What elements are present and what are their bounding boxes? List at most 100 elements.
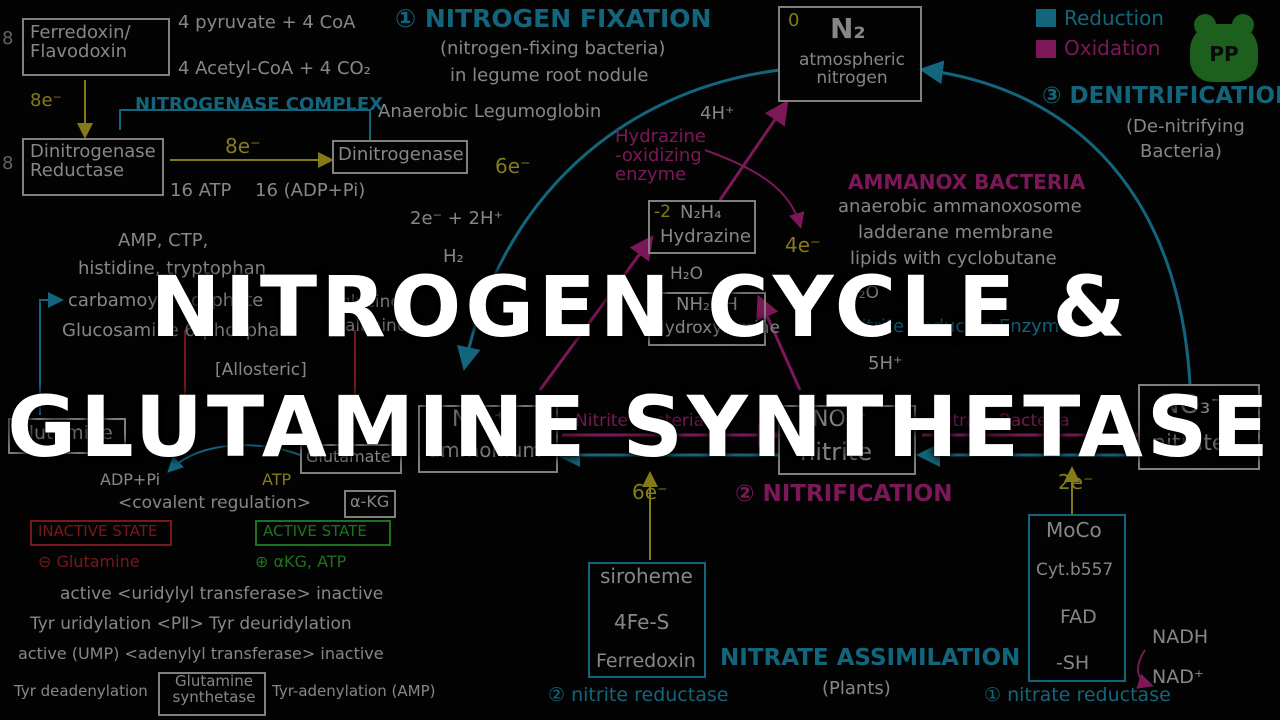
denitrifying-2: Bacteria) — [1140, 141, 1222, 162]
glycine-label: glycine — [340, 292, 401, 312]
six-electrons: 6e⁻ — [495, 154, 531, 178]
n2-name: atmospheric nitrogen — [799, 50, 905, 88]
sh-label: -SH — [1056, 652, 1090, 674]
n2-oxidation-state: 0 — [788, 10, 800, 31]
five-protons: 5H⁺ — [868, 353, 903, 374]
fixation-arc — [457, 68, 781, 371]
reduction-swatch — [1036, 9, 1056, 27]
oxidation-swatch — [1036, 40, 1056, 58]
fixation-subtitle-1: (nitrogen-fixing bacteria) — [440, 38, 666, 59]
dinitrogenase-box — [332, 140, 468, 174]
nitrite-name: nitrite — [800, 438, 872, 466]
hydrogen-electrons: 2e⁻ + 2H⁺ — [410, 208, 504, 229]
inactive-state-label: INACTIVE STATE — [38, 522, 158, 540]
nitrogenase-bracket — [119, 109, 371, 140]
active-state-box — [255, 520, 391, 546]
glutamine-box — [8, 418, 126, 454]
uridylyl-line: active <uridylyl transferase> inactive — [60, 584, 384, 604]
nad-label: NAD⁺ — [1152, 666, 1204, 688]
activator-1: AMP, CTP, — [118, 230, 209, 251]
hydrazine-oxidation-state: -2 — [654, 202, 671, 222]
inactive-state-box — [30, 520, 172, 546]
glutamate-label: Glutamate — [306, 447, 391, 466]
ammanox-heading: AMMANOX BACTERIA — [848, 170, 1086, 194]
denitrifying-1: (De-nitrifying — [1126, 116, 1245, 137]
dinitrogenase-label: Dinitrogenase — [338, 144, 464, 165]
water-b: H₂O — [846, 283, 879, 303]
siroheme-label: siroheme — [600, 564, 693, 588]
active-state-label: ACTIVE STATE — [263, 522, 367, 540]
legend-reduction-label: Reduction — [1064, 6, 1164, 30]
ammonium-formula: NH₄⁺ — [452, 407, 506, 432]
left-feedback — [39, 292, 64, 415]
hydrogen-gas: H₂ — [443, 246, 464, 267]
left-number-1: 8 — [2, 28, 14, 49]
pyruvate-label: 4 pyruvate + 4 CoA — [178, 12, 356, 33]
active-by-label: ⊕ αKG, ATP — [255, 552, 347, 571]
channel-logo: PP — [1190, 14, 1258, 82]
covalent-regulation: <covalent regulation> — [118, 493, 312, 513]
nitrite-reducing-enzyme: Nitrite Reducing Enzyme — [848, 316, 1071, 337]
hydrazine-to-n2 — [718, 100, 789, 201]
nitrate-formula: NO₃⁻ — [1160, 390, 1225, 420]
fixation-heading: ① NITROGEN FIXATION — [395, 4, 712, 33]
hydroxylamine-formula: NH₂OH — [676, 294, 738, 315]
nitrite-formula: NO₂⁻ — [812, 407, 867, 432]
atp-label: 16 ATP — [170, 180, 232, 201]
inactive-by-label: ⊖ Glutamine — [38, 552, 140, 571]
akg-label: α-KG — [350, 492, 390, 511]
nadh-label: NADH — [1152, 626, 1209, 648]
nitrite-bacteria-label: Nitrite Bacteria — [575, 411, 705, 431]
logo-ear-left — [1194, 14, 1216, 36]
nitrite-reductase-label: ② nitrite reductase — [548, 684, 729, 706]
siroheme-box — [588, 562, 706, 678]
fad-label: FAD — [1060, 606, 1097, 628]
moco-electrons: 2e⁻ — [1058, 470, 1094, 494]
alanine-label: alanine — [345, 316, 408, 336]
hydrazine-enzyme-label: Hydrazine -oxidizing enzyme — [615, 126, 706, 185]
reductase-box — [22, 138, 164, 196]
akg-box — [344, 490, 396, 518]
hydroxylamine-name: Hydroxylamine — [652, 318, 780, 338]
hydrazine-name: Hydrazine — [660, 226, 751, 247]
adp-label: 16 (ADP+Pi) — [255, 180, 366, 201]
fixation-subtitle-2: in legume root nodule — [450, 65, 649, 86]
nitrate-reductase-label: ① nitrate reductase — [984, 684, 1171, 706]
activator-3: carbamoyl Phosphate — [68, 290, 264, 311]
siroheme-electrons: 6e⁻ — [632, 480, 668, 504]
water-a: H₂O — [670, 264, 703, 284]
activator-2: histidine, tryptophan — [78, 258, 267, 279]
tyr-adenylation-line: Tyr-adenylation (AMP) — [272, 682, 436, 700]
n2-box — [778, 6, 922, 102]
logo-ear-right — [1232, 14, 1254, 36]
logo-text: PP — [1209, 42, 1239, 66]
ferredoxin-label: Ferredoxin/ Flavodoxin — [30, 22, 131, 62]
moco-label: MoCo — [1046, 518, 1102, 542]
nitrogenase-electrons: 8e⁻ — [225, 134, 261, 158]
nitrate-bacteria-label: Nitrate Bacteria — [935, 411, 1070, 431]
nitrate-name: nitrate — [1152, 431, 1226, 456]
nitrite-to-hydroxylamine — [756, 294, 802, 391]
ferredoxin-box — [22, 18, 170, 76]
activator-4: Glucosamine 6-phosphate — [62, 320, 298, 341]
ammanox-line-3: lipids with cyclobutane — [850, 248, 1057, 269]
left-number-2: 8 — [2, 153, 14, 174]
ferredoxin-sir-label: Ferredoxin — [596, 650, 696, 672]
adp-pi-label: ADP+Pi — [100, 470, 161, 489]
fes-label: 4Fe-S — [614, 610, 670, 634]
adenylyl-line: active (UMP) <adenylyl transferase> inac… — [18, 644, 384, 663]
n2-formula: N₂ — [830, 12, 866, 45]
title-line-2: GLUTAMINE SYNTHETASE — [7, 378, 1273, 476]
legumoglobin-label: Anaerobic Legumoglobin — [378, 101, 602, 122]
hydrazine-formula: N₂H₄ — [680, 202, 722, 223]
ammonium-to-hydrazine — [538, 235, 654, 391]
hydrazine-enzyme-curve — [704, 149, 805, 229]
moco-box — [1028, 514, 1126, 682]
acetyl-coa-label: 4 Acetyl-CoA + 4 CO₂ — [178, 58, 371, 79]
glutamine-label: Glutamine — [14, 422, 113, 444]
gs-name-label: Glutamine synthetase — [172, 672, 256, 706]
ammanox-line-1: anaerobic ammanoxosome — [838, 196, 1082, 217]
four-protons: 4H⁺ — [700, 103, 735, 124]
